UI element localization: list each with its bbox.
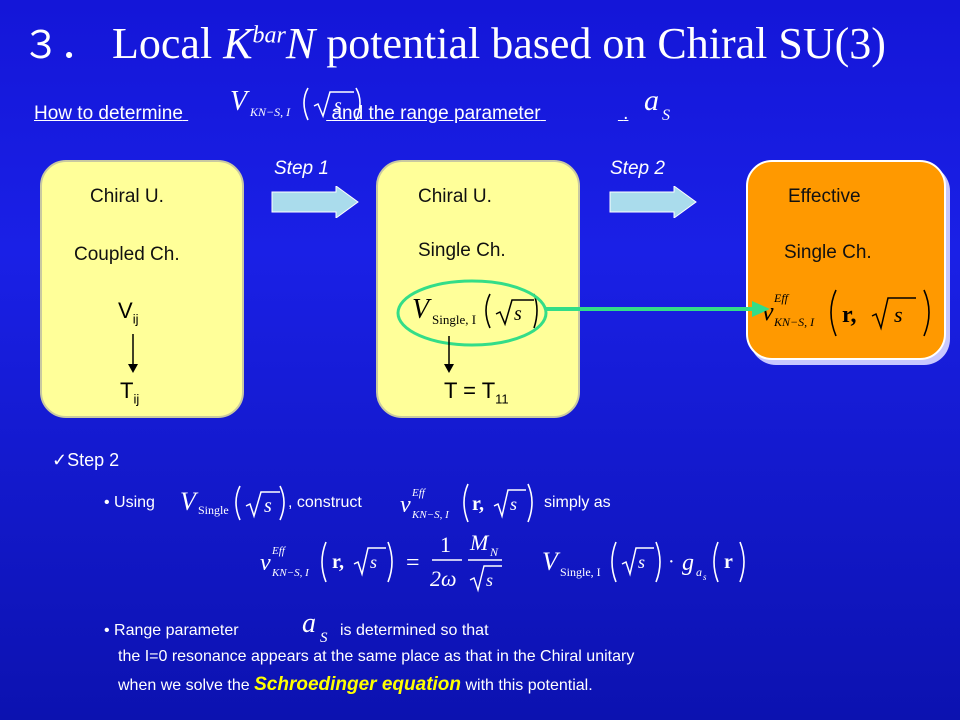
page-title: ３．Local KbarN potential based on Chiral … <box>22 19 886 68</box>
box1-vij: Vij <box>118 298 139 327</box>
schroedinger-highlight: Schroedinger equation <box>254 674 462 695</box>
svg-text:1: 1 <box>440 532 451 557</box>
box1-line1: Chiral U. <box>90 186 164 207</box>
svg-text:v: v <box>260 550 271 576</box>
svg-text:Eff: Eff <box>411 487 427 499</box>
simply-text: simply as <box>544 494 611 511</box>
range-line3: when we solve the Schroedinger equation … <box>118 674 593 695</box>
svg-text:a: a <box>302 608 316 639</box>
svg-text:V: V <box>180 487 199 516</box>
step1-arrow <box>271 186 359 218</box>
highlight-arrow <box>546 301 770 317</box>
svg-text:KN−S, I: KN−S, I <box>249 105 291 119</box>
svg-text:s: s <box>370 552 377 572</box>
svg-text:Eff: Eff <box>271 545 287 557</box>
box2-vsingle-formula: V Single, I s <box>412 293 538 329</box>
box1-tij: Tij <box>120 378 140 407</box>
svg-text:r,: r, <box>472 493 484 515</box>
svg-text:v: v <box>762 297 774 326</box>
step1-label: Step 1 <box>274 158 329 179</box>
box3-veff-formula: v Eff KN−S, I r, s <box>762 289 930 337</box>
box2-down-arrow <box>444 336 454 373</box>
svg-text:s: s <box>894 302 903 327</box>
main-equation: v Eff KN−S, I r, s = 1 2ω M N s V Single… <box>260 530 745 593</box>
step2-heading: ✓Step 2 <box>52 450 120 470</box>
bullet-using: • Using <box>104 494 155 511</box>
box2-t-eq: T = T11 <box>444 378 509 407</box>
box2-line2: Single Ch. <box>418 240 506 261</box>
using-vsingle-formula: V Single s <box>180 485 285 521</box>
svg-text:s: s <box>638 552 645 572</box>
svg-text:a: a <box>696 565 702 579</box>
svg-text:s: s <box>703 572 707 582</box>
svg-text:V: V <box>230 86 250 117</box>
title-kbar: KbarN <box>223 19 316 68</box>
range-tail: is determined so that <box>340 622 489 639</box>
step2-label: Step 2 <box>610 158 665 179</box>
svg-text:Single: Single <box>198 503 229 517</box>
box3-line2: Single Ch. <box>784 242 872 263</box>
svg-text:KN−S, I: KN−S, I <box>271 567 310 579</box>
svg-text:Single, I: Single, I <box>432 312 476 327</box>
svg-text:KN−S, I: KN−S, I <box>773 315 815 329</box>
box-effective <box>746 160 946 360</box>
svg-text:s: s <box>510 494 517 514</box>
box1-line2: Coupled Ch. <box>74 244 180 265</box>
svg-text:·: · <box>668 551 675 573</box>
check-icon: ✓ <box>52 450 68 470</box>
subtitle-a-formula: a S <box>644 84 670 124</box>
svg-text:KN−S, I: KN−S, I <box>411 509 450 521</box>
construct-veff-formula: v Eff KN−S, I r, s <box>400 483 533 523</box>
svg-text:s: s <box>264 495 272 517</box>
box2-line1: Chiral U. <box>418 186 492 207</box>
title-number: ３． <box>22 23 99 67</box>
box-coupled-channel <box>40 160 244 418</box>
svg-text:V: V <box>412 294 432 325</box>
svg-text:g: g <box>682 550 694 576</box>
svg-text:v: v <box>400 492 411 518</box>
step2-arrow <box>609 186 697 218</box>
svg-text:r,: r, <box>842 302 856 328</box>
svg-text:S: S <box>320 630 328 646</box>
range-a-formula: a S <box>302 608 328 646</box>
svg-text:s: s <box>486 570 493 590</box>
svg-text:M: M <box>469 530 490 555</box>
subtitle: How to determine and the range parameter… <box>34 103 629 124</box>
svg-text:S: S <box>662 107 670 124</box>
box3-line1: Effective <box>788 186 861 207</box>
svg-text:s: s <box>334 95 342 117</box>
box1-down-arrow <box>128 334 138 373</box>
subtitle-v-formula: V KN−S, I s <box>230 86 361 121</box>
svg-text:Single, I: Single, I <box>560 565 601 579</box>
construct-text: , construct <box>288 494 362 511</box>
highlight-ellipse <box>396 279 548 347</box>
svg-text:N: N <box>489 545 499 559</box>
svg-text:V: V <box>542 547 561 576</box>
svg-text:a: a <box>644 84 659 117</box>
svg-text:2ω: 2ω <box>430 566 457 591</box>
svg-text:Eff: Eff <box>773 291 790 305</box>
svg-text:=: = <box>406 550 420 576</box>
range-line2: the I=0 resonance appears at the same pl… <box>118 648 635 665</box>
svg-text:s: s <box>514 303 522 325</box>
svg-text:r: r <box>724 551 733 573</box>
box-single-channel <box>376 160 580 418</box>
bullet-range: • Range parameter <box>104 622 239 639</box>
svg-text:r,: r, <box>332 551 344 573</box>
